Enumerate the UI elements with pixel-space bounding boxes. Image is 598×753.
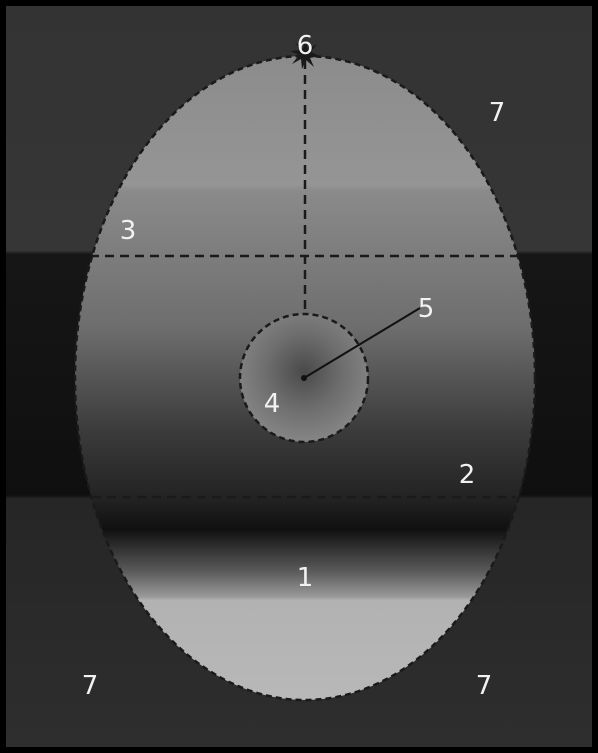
label-apex-6: 6 xyxy=(297,31,314,61)
label-outside-7-bottom-right: 7 xyxy=(476,671,493,701)
label-outside-7-top-right: 7 xyxy=(489,98,506,128)
label-region-2: 2 xyxy=(459,460,476,490)
center-dot xyxy=(301,375,307,381)
label-region-1: 1 xyxy=(297,563,314,593)
label-outside-7-bottom-left: 7 xyxy=(82,671,99,701)
label-region-3: 3 xyxy=(120,216,137,246)
label-radius-5: 5 xyxy=(418,294,435,324)
label-region-4: 4 xyxy=(264,389,281,419)
